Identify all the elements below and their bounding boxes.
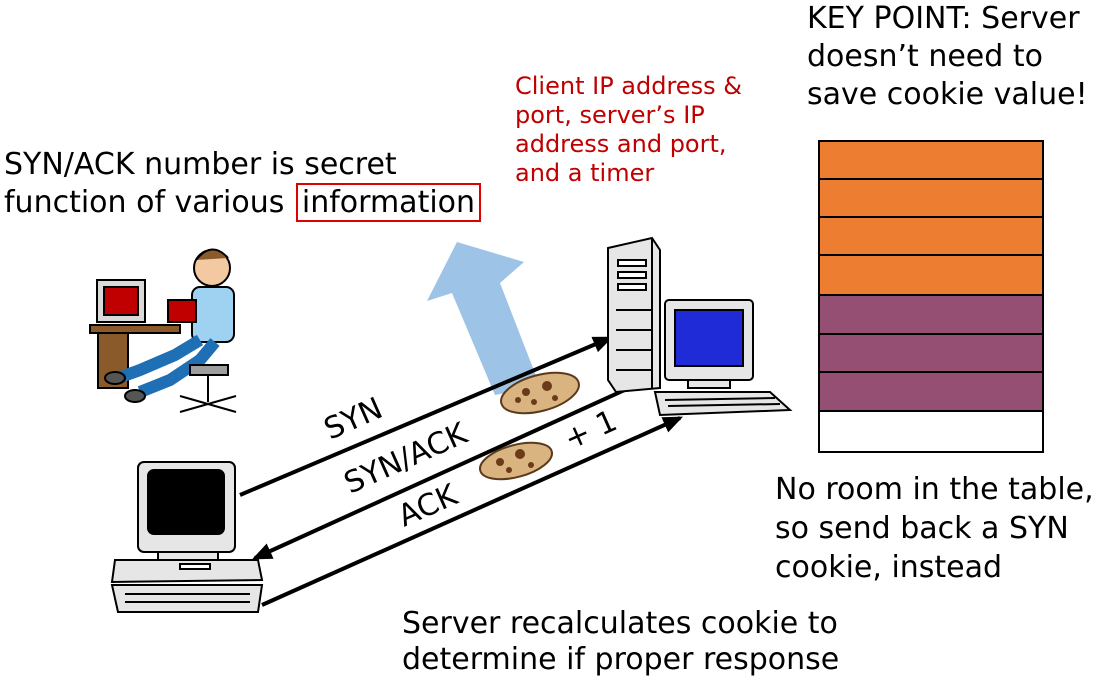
syn-label: SYN [319,391,388,447]
key-point-note: KEY POINT: Server doesn’t need to save c… [807,0,1088,114]
client-computer-icon [110,461,264,613]
table-row [818,216,1044,256]
no-room-line-3: cookie, instead [775,550,1003,585]
no-room-line-1: No room in the table, [775,472,1094,507]
syn-arrow [239,336,614,497]
cookie-table [818,140,1044,453]
server-recalculates-note: Server recalculates cookie to determine … [402,606,839,678]
table-row [818,140,1044,180]
server-note-line-2: determine if proper response [402,642,840,677]
client-info-line-4: and a timer [515,159,655,188]
key-point-line-2: doesn’t need to [807,39,1043,75]
cookie-icon [500,371,580,415]
table-row [818,254,1044,296]
table-row [818,178,1044,218]
client-info-note: Client IP address & port, server’s IP ad… [515,72,742,188]
client-info-line-1: Client IP address & [515,72,742,100]
no-room-line-2: so send back a SYN [775,511,1069,546]
server-computer-icon [607,236,793,417]
syn-ack-arrow [251,381,641,560]
up-arrow-icon [427,242,540,395]
secret-note-line-1: SYN/ACK number is secret [4,147,397,182]
secret-note-line-2: function of various information [4,182,482,222]
information-highlight-box: information [295,182,482,222]
table-row [818,294,1044,335]
table-row [818,333,1044,373]
key-point-line-1: KEY POINT: Server [807,1,1080,36]
table-row-empty [818,410,1044,453]
client-info-line-3: address and port, [515,130,727,159]
table-row [818,371,1044,412]
key-point-line-3: save cookie value! [807,77,1088,113]
ack-label: ACK [393,477,464,534]
cookie-icon [479,441,553,481]
no-room-note: No room in the table, so send back a SYN… [775,470,1094,587]
secret-note-prefix: function of various [4,184,294,220]
server-note-line-1: Server recalculates cookie to [402,606,838,641]
ack-arrow [261,416,684,607]
syn-ack-secret-note: SYN/ACK number is secret function of var… [4,146,482,222]
person-reading-icon [89,248,237,413]
client-info-line-2: port, server’s IP [515,101,705,130]
